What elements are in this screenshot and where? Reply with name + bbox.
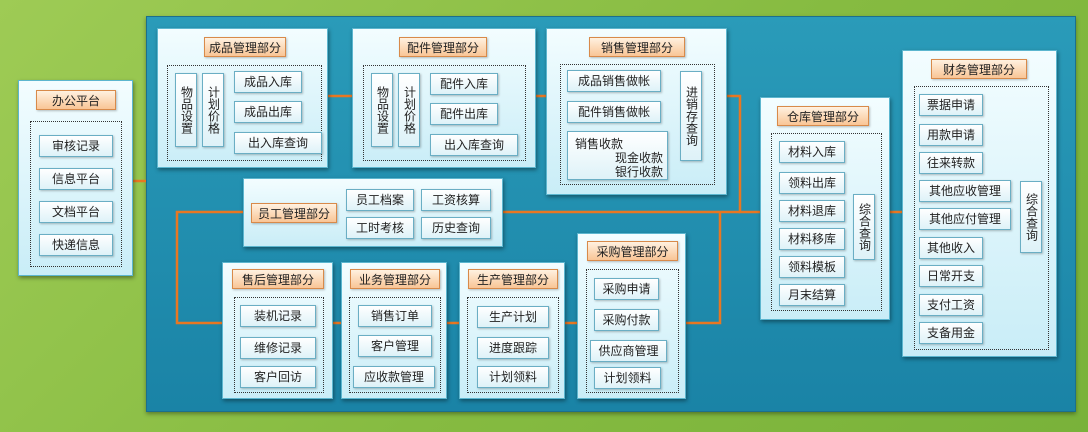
product-item-query[interactable]: 出入库查询	[234, 132, 322, 154]
finance-item-other-payable[interactable]: 其他应付管理	[919, 208, 1011, 230]
aftersales-panel: 售后管理部分 装机记录 维修记录 客户回访	[222, 262, 333, 399]
product-item-setup[interactable]: 物品设置	[175, 73, 197, 147]
parts-group	[363, 65, 526, 161]
purchase-group	[586, 269, 679, 393]
business-item-receivables[interactable]: 应收款管理	[353, 366, 435, 388]
sales-item-parts[interactable]: 配件销售做帐	[567, 101, 661, 123]
aftersales-item-repair[interactable]: 维修记录	[240, 337, 316, 359]
parts-item-in[interactable]: 配件入库	[430, 73, 498, 95]
product-panel: 成品管理部分 物品设置 计划价格 成品入库 成品出库 出入库查询	[157, 28, 328, 168]
production-item-tracking[interactable]: 进度跟踪	[477, 337, 549, 359]
sales-receipt-bank: 银行收款	[615, 165, 664, 179]
warehouse-panel: 仓库管理部分 材料入库 领料出库 材料退库 材料移库 领料模板 月末结算 综合查…	[760, 97, 890, 320]
staff-item-salary[interactable]: 工资核算	[421, 189, 491, 211]
finance-item-daily-expense[interactable]: 日常开支	[919, 265, 983, 287]
finance-item-transfer[interactable]: 往来转款	[919, 152, 983, 174]
warehouse-item-query[interactable]: 综合查询	[853, 194, 875, 260]
parts-title: 配件管理部分	[399, 37, 487, 57]
business-panel: 业务管理部分 销售订单 客户管理 应收款管理	[341, 262, 447, 399]
parts-panel: 配件管理部分 物品设置 计划价格 配件入库 配件出库 出入库查询	[352, 28, 536, 168]
finance-item-petty-cash[interactable]: 支备用金	[919, 322, 983, 344]
warehouse-item-monthend[interactable]: 月末结算	[779, 284, 845, 306]
staff-item-history[interactable]: 历史查询	[421, 217, 491, 239]
purchase-item-supplier[interactable]: 供应商管理	[590, 340, 667, 362]
sales-receipt-cash: 现金收款	[615, 151, 664, 165]
warehouse-item-out[interactable]: 领料出库	[779, 172, 845, 194]
aftersales-group	[234, 297, 324, 393]
product-title: 成品管理部分	[204, 37, 286, 57]
purchase-item-payment[interactable]: 采购付款	[594, 309, 659, 331]
parts-item-out[interactable]: 配件出库	[430, 103, 498, 125]
business-group	[349, 297, 441, 393]
office-title: 办公平台	[36, 90, 116, 110]
product-item-in[interactable]: 成品入库	[234, 71, 302, 93]
staff-item-attendance[interactable]: 工时考核	[346, 217, 414, 239]
warehouse-title: 仓库管理部分	[777, 106, 869, 126]
production-item-plan[interactable]: 生产计划	[477, 306, 549, 328]
finance-item-expense-request[interactable]: 用款申请	[919, 124, 983, 146]
product-item-out[interactable]: 成品出库	[234, 101, 302, 123]
office-group	[30, 121, 122, 267]
parts-item-query[interactable]: 出入库查询	[430, 134, 518, 156]
sales-panel: 销售管理部分 成品销售做帐 配件销售做帐 销售收款 现金收款 银行收款 进销存查…	[546, 28, 727, 195]
staff-panel: 员工管理部分 员工档案 工资核算 工时考核 历史查询	[243, 178, 503, 247]
parts-item-setup[interactable]: 物品设置	[371, 73, 393, 147]
production-title: 生产管理部分	[468, 269, 558, 289]
finance-item-payroll[interactable]: 支付工资	[919, 294, 983, 316]
finance-title: 财务管理部分	[931, 59, 1027, 79]
aftersales-title: 售后管理部分	[232, 269, 324, 289]
warehouse-group	[771, 133, 882, 311]
production-item-material[interactable]: 计划领料	[477, 366, 549, 388]
finance-item-other-income[interactable]: 其他收入	[919, 237, 983, 259]
purchase-title: 采购管理部分	[587, 241, 678, 261]
finance-panel: 财务管理部分 票据申请 用款申请 往来转款 其他应收管理 其他应付管理 其他收入…	[902, 50, 1057, 357]
finance-group	[914, 86, 1049, 350]
office-item-audit[interactable]: 审核记录	[39, 135, 113, 157]
office-item-docs[interactable]: 文档平台	[39, 201, 113, 223]
product-item-price[interactable]: 计划价格	[202, 73, 224, 147]
purchase-item-request[interactable]: 采购申请	[594, 278, 659, 300]
parts-item-price[interactable]: 计划价格	[398, 73, 420, 147]
sales-item-inventory-query[interactable]: 进销存查询	[680, 71, 702, 161]
sales-item-product[interactable]: 成品销售做帐	[567, 70, 661, 92]
warehouse-item-return[interactable]: 材料退库	[779, 200, 845, 222]
staff-item-records[interactable]: 员工档案	[346, 189, 414, 211]
sales-title: 销售管理部分	[589, 37, 685, 57]
office-item-express[interactable]: 快递信息	[39, 234, 113, 256]
sales-group	[560, 64, 715, 185]
staff-title: 员工管理部分	[251, 203, 337, 223]
aftersales-item-visit[interactable]: 客户回访	[240, 366, 316, 388]
business-item-customers[interactable]: 客户管理	[358, 335, 432, 357]
production-group	[467, 297, 559, 393]
office-panel: 办公平台 审核记录 信息平台 文档平台 快递信息	[18, 80, 133, 276]
business-item-orders[interactable]: 销售订单	[358, 305, 432, 327]
aftersales-item-install[interactable]: 装机记录	[240, 305, 316, 327]
finance-item-other-receivable[interactable]: 其他应收管理	[919, 180, 1011, 202]
warehouse-item-in[interactable]: 材料入库	[779, 141, 845, 163]
finance-item-invoice[interactable]: 票据申请	[919, 94, 983, 116]
finance-item-query[interactable]: 综合查询	[1020, 181, 1042, 253]
office-item-info[interactable]: 信息平台	[39, 168, 113, 190]
sales-receipt-box[interactable]: 销售收款 现金收款 银行收款	[567, 131, 668, 180]
warehouse-item-template[interactable]: 领料模板	[779, 256, 845, 278]
purchase-item-material[interactable]: 计划领料	[594, 367, 661, 389]
product-group	[167, 65, 322, 161]
sales-receipt-title: 销售收款	[575, 137, 624, 151]
business-title: 业务管理部分	[350, 269, 440, 289]
warehouse-item-transfer[interactable]: 材料移库	[779, 228, 845, 250]
production-panel: 生产管理部分 生产计划 进度跟踪 计划领料	[459, 262, 565, 399]
purchase-panel: 采购管理部分 采购申请 采购付款 供应商管理 计划领料	[577, 233, 686, 399]
